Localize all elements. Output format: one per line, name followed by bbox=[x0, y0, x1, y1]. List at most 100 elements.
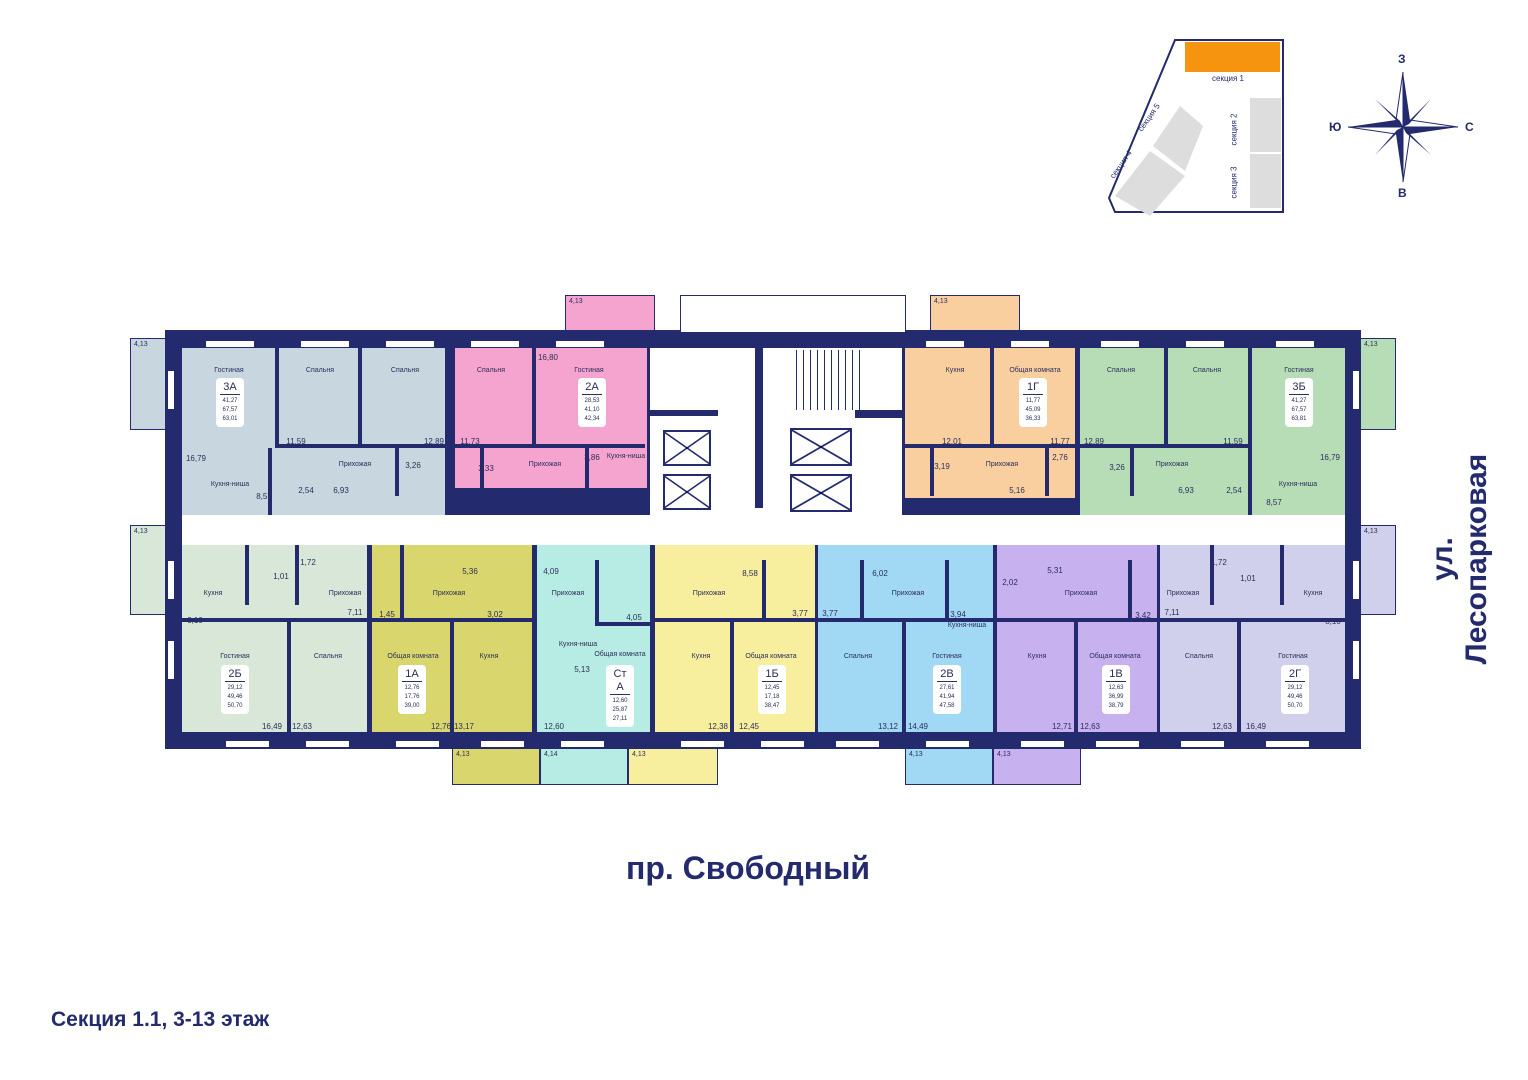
window bbox=[205, 340, 255, 348]
room-area: 16,80 bbox=[537, 353, 559, 362]
apartment-3[interactable] bbox=[1080, 348, 1345, 515]
total-area: 25,87 bbox=[612, 707, 628, 713]
key-plan-label-section-3: секция 3 bbox=[1229, 166, 1239, 199]
room-name: Кухня bbox=[945, 367, 965, 374]
room-name: Гостиная bbox=[1284, 367, 1314, 374]
window bbox=[305, 740, 350, 748]
room-area: 12,60 bbox=[543, 722, 565, 731]
interior-wall bbox=[990, 348, 994, 448]
key-plan-section-1-highlight bbox=[1185, 42, 1280, 72]
room-area: 4,09 bbox=[543, 567, 559, 576]
balcony-6: 4,13 bbox=[452, 748, 540, 785]
window bbox=[470, 340, 520, 348]
total-area-with-balcony: 50,70 bbox=[1287, 703, 1303, 709]
interior-wall bbox=[1248, 468, 1252, 515]
apartment-code: 1А bbox=[402, 668, 422, 682]
living-area: 27,61 bbox=[939, 685, 955, 691]
elevator-shaft bbox=[663, 474, 711, 510]
interior-wall bbox=[295, 545, 299, 605]
room-area: 3,02 bbox=[487, 610, 503, 619]
apartment-7[interactable] bbox=[655, 545, 815, 732]
interior-wall bbox=[1045, 448, 1049, 496]
room-area: 3,94 bbox=[950, 610, 966, 619]
total-area-with-balcony: 47,58 bbox=[939, 703, 955, 709]
room-name: Прихожая bbox=[528, 461, 562, 468]
room-area: 8,57 bbox=[1266, 498, 1282, 507]
room-name: Спальня bbox=[843, 653, 873, 660]
room-area: 6,93 bbox=[333, 486, 349, 495]
key-plan-section-5 bbox=[1153, 106, 1203, 171]
room-area: 6,93 bbox=[1178, 486, 1194, 495]
section-title: Секция 1.1, 3-13 этаж bbox=[51, 1008, 270, 1031]
room-name: Прихожая bbox=[891, 590, 925, 597]
interior-wall bbox=[905, 444, 1075, 448]
interior-wall bbox=[655, 618, 815, 622]
total-area-with-balcony: 63,81 bbox=[1291, 416, 1307, 422]
room-area: 2,02 bbox=[1002, 578, 1018, 587]
room-name: Кухня-ниша bbox=[210, 481, 250, 488]
room-name: Спальня bbox=[313, 653, 343, 660]
window bbox=[1010, 340, 1050, 348]
living-area: 12,45 bbox=[764, 685, 780, 691]
balcony-10: 4,13 bbox=[993, 748, 1081, 785]
room-area: 5,13 bbox=[574, 665, 590, 674]
living-area: 12,63 bbox=[1108, 685, 1124, 691]
room-name: Прихожая bbox=[1155, 461, 1189, 468]
room-area: 8,58 bbox=[742, 569, 758, 578]
room-name: Прихожая bbox=[692, 590, 726, 597]
room-name: Кухня-ниша bbox=[947, 622, 987, 629]
room-name: Кухня bbox=[691, 653, 711, 660]
total-area: 49,46 bbox=[1287, 694, 1303, 700]
window bbox=[167, 560, 175, 600]
room-area: 3,42 bbox=[1135, 611, 1151, 620]
apartment-0[interactable] bbox=[182, 348, 445, 515]
interior-wall bbox=[400, 545, 404, 618]
key-plan-section-3 bbox=[1250, 154, 1281, 208]
key-plan bbox=[1107, 39, 1284, 216]
room-name: Кухня bbox=[1303, 590, 1323, 597]
room-area: 14,49 bbox=[907, 722, 929, 731]
window bbox=[1265, 740, 1310, 748]
interior-wall bbox=[1248, 348, 1252, 468]
room-name: Прихожая bbox=[551, 590, 585, 597]
apartment-10[interactable] bbox=[1160, 545, 1345, 732]
interior-wall bbox=[1164, 348, 1168, 448]
room-name: Общая комната bbox=[1089, 653, 1141, 660]
room-area: 11,73 bbox=[460, 437, 480, 446]
total-area-with-balcony: 38,79 bbox=[1108, 703, 1124, 709]
balcony-9: 4,13 bbox=[905, 748, 993, 785]
interior-wall bbox=[1074, 618, 1078, 732]
room-area: 5,36 bbox=[462, 567, 478, 576]
living-area: 41,27 bbox=[1291, 398, 1307, 404]
interior-wall bbox=[730, 618, 734, 732]
wall bbox=[650, 410, 718, 416]
interior-wall bbox=[595, 622, 650, 626]
elevator-shaft bbox=[663, 430, 711, 466]
apartment-1[interactable] bbox=[455, 348, 647, 488]
room-name: Кухня-ниша bbox=[1278, 481, 1318, 488]
elevator-shaft bbox=[790, 474, 852, 512]
room-area: 12,89 bbox=[423, 437, 445, 446]
room-area: 6,02 bbox=[872, 569, 888, 578]
interior-wall bbox=[358, 348, 362, 448]
window bbox=[395, 740, 440, 748]
interior-wall bbox=[1237, 618, 1241, 732]
room-name: Гостиная bbox=[220, 653, 250, 660]
apartment-4[interactable] bbox=[182, 545, 367, 732]
room-name: Гостиная bbox=[1278, 653, 1308, 660]
total-area: 17,18 bbox=[764, 694, 780, 700]
total-area: 41,10 bbox=[584, 407, 600, 413]
room-area: 16,49 bbox=[1245, 722, 1267, 731]
window bbox=[925, 340, 965, 348]
